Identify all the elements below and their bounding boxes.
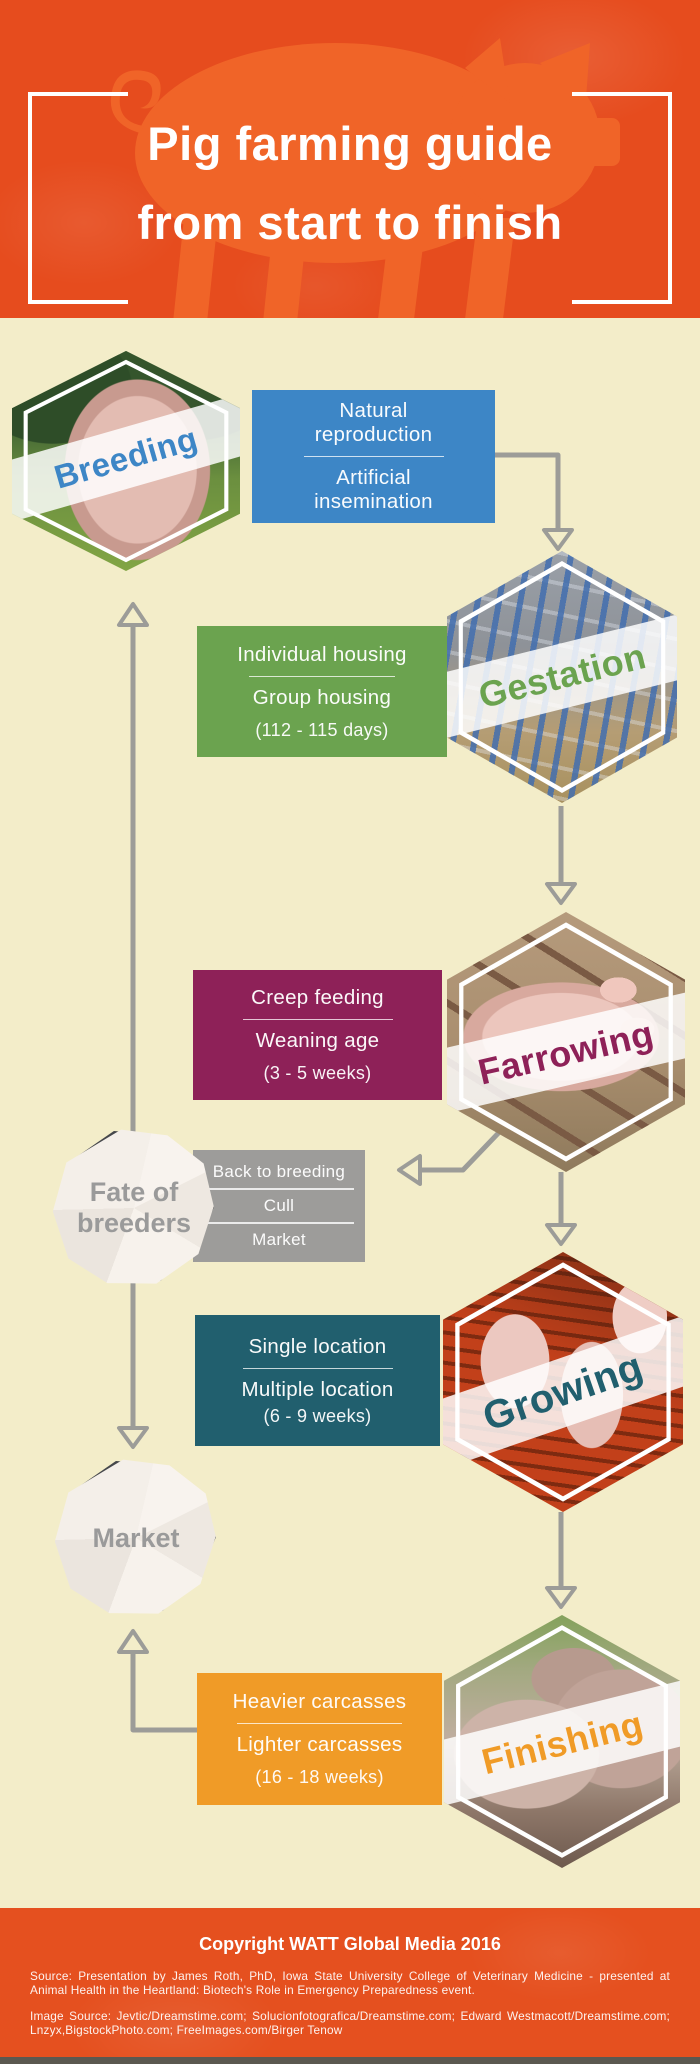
- growing-detail-box: Single location Multiple location (6 - 9…: [195, 1315, 440, 1446]
- divider: [204, 1188, 354, 1190]
- title-bracket-right: [572, 92, 672, 304]
- gestation-option-2: Group housing: [252, 685, 392, 709]
- pig-silhouette-icon: [110, 38, 620, 318]
- footer-copyright: Copyright WATT Global Media 2016: [199, 1934, 501, 1954]
- fate-option-3: Market: [252, 1230, 306, 1249]
- fate-of-breeders-label: Fate of breeders: [76, 1177, 192, 1238]
- footer-image-source: Image Source: Jevtic/Dreamstime.com; Sol…: [30, 2009, 670, 2037]
- growing-option-1: Single location: [248, 1334, 387, 1358]
- bottom-edge-strip: [0, 2057, 700, 2064]
- page-title-line2: from start to finish: [137, 196, 563, 249]
- page-title: Pig farming guide from start to finish: [0, 104, 700, 262]
- gestation-detail-box: Individual housing Group housing (112 - …: [197, 626, 447, 757]
- title-bracket-left: [28, 92, 128, 304]
- fate-option-2: Cull: [263, 1196, 295, 1215]
- header-banner: Pig farming guide from start to finish: [0, 0, 700, 318]
- fate-options-box: Back to breeding Cull Market: [193, 1150, 365, 1262]
- divider: [237, 1723, 402, 1724]
- farrowing-duration: (3 - 5 weeks): [263, 1063, 372, 1083]
- footer-source: Source: Presentation by James Roth, PhD,…: [30, 1969, 670, 1997]
- market-node: Market: [50, 1452, 222, 1624]
- divider: [204, 1222, 354, 1224]
- page-title-line1: Pig farming guide: [147, 117, 553, 170]
- breeding-option-2: Artificial insemination: [314, 466, 433, 513]
- divider: [242, 1367, 393, 1369]
- finishing-detail-box: Heavier carcasses Lighter carcasses (16 …: [197, 1673, 442, 1805]
- gestation-duration: (112 - 115 days): [255, 719, 389, 740]
- finishing-option-1: Heavier carcasses: [232, 1690, 407, 1713]
- finishing-duration: (16 - 18 weeks): [255, 1767, 384, 1787]
- fate-option-1: Back to breeding: [212, 1162, 346, 1181]
- farrowing-option-2: Weaning age: [255, 1029, 380, 1052]
- fate-of-breeders-node: Fate of breeders: [48, 1122, 220, 1294]
- breeding-option-1: Natural reproduction: [314, 399, 433, 446]
- finishing-option-2: Lighter carcasses: [236, 1733, 403, 1756]
- market-label: Market: [92, 1522, 180, 1553]
- breeding-detail-box: Natural reproduction Artificial insemina…: [252, 390, 495, 523]
- divider: [242, 1019, 393, 1020]
- gestation-option-1: Individual housing: [237, 642, 407, 666]
- growing-option-2: Multiple location: [241, 1377, 394, 1401]
- growing-duration: (6 - 9 weeks): [263, 1405, 372, 1426]
- farrowing-option-1: Creep feeding: [251, 986, 384, 1009]
- divider: [303, 456, 444, 457]
- farrowing-detail-box: Creep feeding Weaning age (3 - 5 weeks): [193, 970, 442, 1100]
- footer: Copyright WATT Global Media 2016 Source:…: [0, 1908, 700, 2057]
- hexagon-frame: [459, 922, 673, 1162]
- divider: [249, 675, 395, 677]
